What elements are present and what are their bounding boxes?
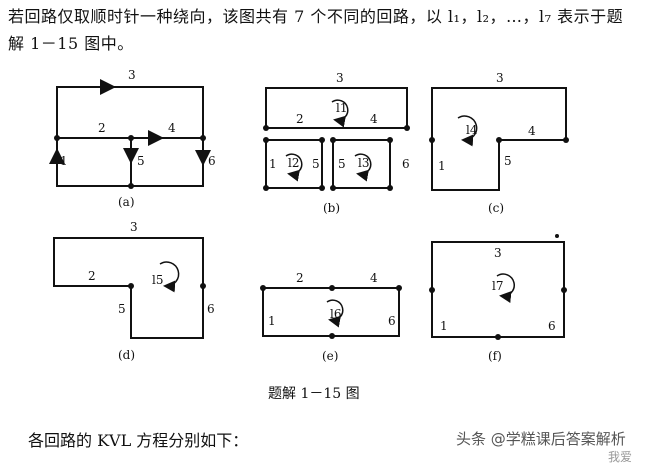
caption-d: (d) [118,348,135,362]
intro-line-2: 解 1－15 图中。 [8,34,134,53]
figure-caption: 题解 1－15 图 [268,386,360,402]
label-b-5a: 5 [312,157,320,171]
label-b-6: 6 [402,157,410,171]
caption-c: (c) [488,201,504,215]
label-e-1: 1 [268,314,276,328]
loop-label-l2: l2 [288,156,299,170]
subfigure-b [265,87,408,189]
loop-arrows-b [285,99,372,182]
nodes-c [429,137,569,143]
label-d-3: 3 [130,220,138,234]
loop-label-l3: l3 [358,156,369,170]
caption-b: (b) [323,201,340,215]
nodes-e [260,285,402,339]
caption-e: (e) [322,349,338,363]
loop-label-l7: l7 [492,279,503,293]
label-b-4: 4 [370,112,378,126]
label-f-3: 3 [494,246,502,260]
loop-label-l5: l5 [152,273,163,287]
caption-a: (a) [118,195,135,209]
label-c-5: 5 [504,154,512,168]
label-f-1: 1 [440,319,448,333]
loop-l4-arrow [457,115,478,147]
label-e-6: 6 [388,314,396,328]
label-f-6: 6 [548,319,556,333]
label-a-3: 3 [128,68,136,82]
subfigure-a [49,79,211,187]
label-d-6: 6 [207,302,215,316]
label-c-1: 1 [438,159,446,173]
loop-l2-path [265,139,323,189]
label-b-3: 3 [336,71,344,85]
source-watermark: 头条 @学糕课后答案解析 [456,430,626,448]
loop-l3-arrow [354,153,372,182]
loop-l2-arrow [285,153,303,182]
loop-l6-arrow [326,299,344,328]
nodes-b [263,125,410,191]
caption-f: (f) [488,349,502,363]
label-c-4: 4 [528,124,536,138]
label-b-2: 2 [296,112,304,126]
loop-l3-path [332,139,391,189]
label-a-2: 2 [98,121,106,135]
kvl-intro-text: 各回路的 KVL 方程分别如下： [28,431,249,450]
label-a-4: 4 [168,121,176,135]
loop-l1-arrow [331,99,349,128]
label-e-4: 4 [370,271,378,285]
nodes-a [54,135,206,189]
loop-label-l1: l1 [336,101,347,115]
nodes-f [429,234,567,340]
loop-l5-path [53,237,204,339]
label-b-1: 1 [269,157,277,171]
loop-l5-arrow [159,261,180,293]
label-a-5: 5 [137,154,145,168]
label-e-2: 2 [296,271,304,285]
loop-label-l4: l4 [466,123,478,137]
label-d-5: 5 [118,302,126,316]
label-a-6: 6 [208,154,216,168]
corner-watermark: 我爱 [608,450,633,464]
label-c-3: 3 [496,71,504,85]
loop-l1-path [265,87,408,129]
intro-line-1: 若回路仅取顺时针一种绕向，该图共有 7 个不同的回路，以 l₁，l₂，…，l₇ … [8,7,624,26]
label-d-2: 2 [88,269,96,283]
loop-label-l6: l6 [330,307,341,321]
label-b-5b: 5 [338,157,346,171]
nodes-d [128,283,206,289]
loop-l7-arrow [496,273,515,303]
label-a-1: 1 [60,154,68,168]
subfigure-d [53,237,204,339]
